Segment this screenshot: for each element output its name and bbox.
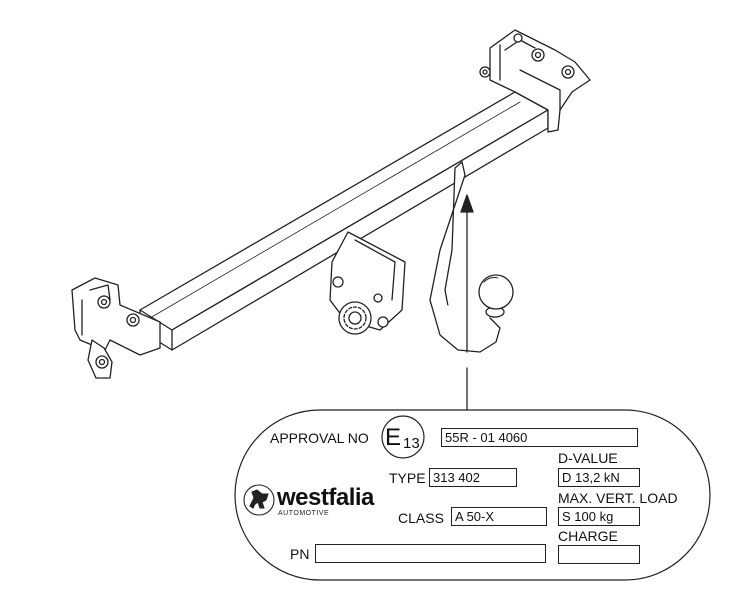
maxload-label: MAX. VERT. LOAD bbox=[558, 490, 678, 506]
e-mark-letter: E bbox=[385, 424, 402, 451]
arrow bbox=[460, 194, 474, 353]
charge-label: CHARGE bbox=[558, 528, 618, 544]
approval-number-field: 55R - 01 4060 bbox=[441, 428, 638, 447]
pn-field bbox=[315, 544, 546, 563]
type-label: TYPE bbox=[389, 470, 426, 486]
e-mark-circle bbox=[381, 415, 425, 459]
class-label: CLASS bbox=[398, 510, 444, 526]
socket-plate bbox=[329, 231, 406, 335]
pn-label: PN bbox=[290, 546, 310, 562]
dvalue-label: D-VALUE bbox=[558, 450, 618, 466]
brand-name: westfalia bbox=[277, 484, 374, 511]
brand-subtitle: AUTOMOTIVE bbox=[278, 510, 330, 517]
cross-beam bbox=[139, 91, 549, 351]
class-field: A 50-X bbox=[451, 507, 547, 526]
westfalia-logo bbox=[243, 484, 275, 516]
e-mark-number: 13 bbox=[403, 435, 420, 452]
ball-neck bbox=[429, 161, 514, 353]
left-bracket bbox=[71, 277, 161, 379]
dvalue-field: D 13,2 kN bbox=[558, 468, 640, 487]
type-field: 313 402 bbox=[429, 468, 517, 487]
charge-field bbox=[558, 545, 640, 564]
maxload-field: S 100 kg bbox=[558, 507, 640, 526]
plate-outline bbox=[234, 409, 711, 581]
approval-label: APPROVAL NO bbox=[270, 430, 369, 446]
right-bracket bbox=[479, 29, 591, 133]
